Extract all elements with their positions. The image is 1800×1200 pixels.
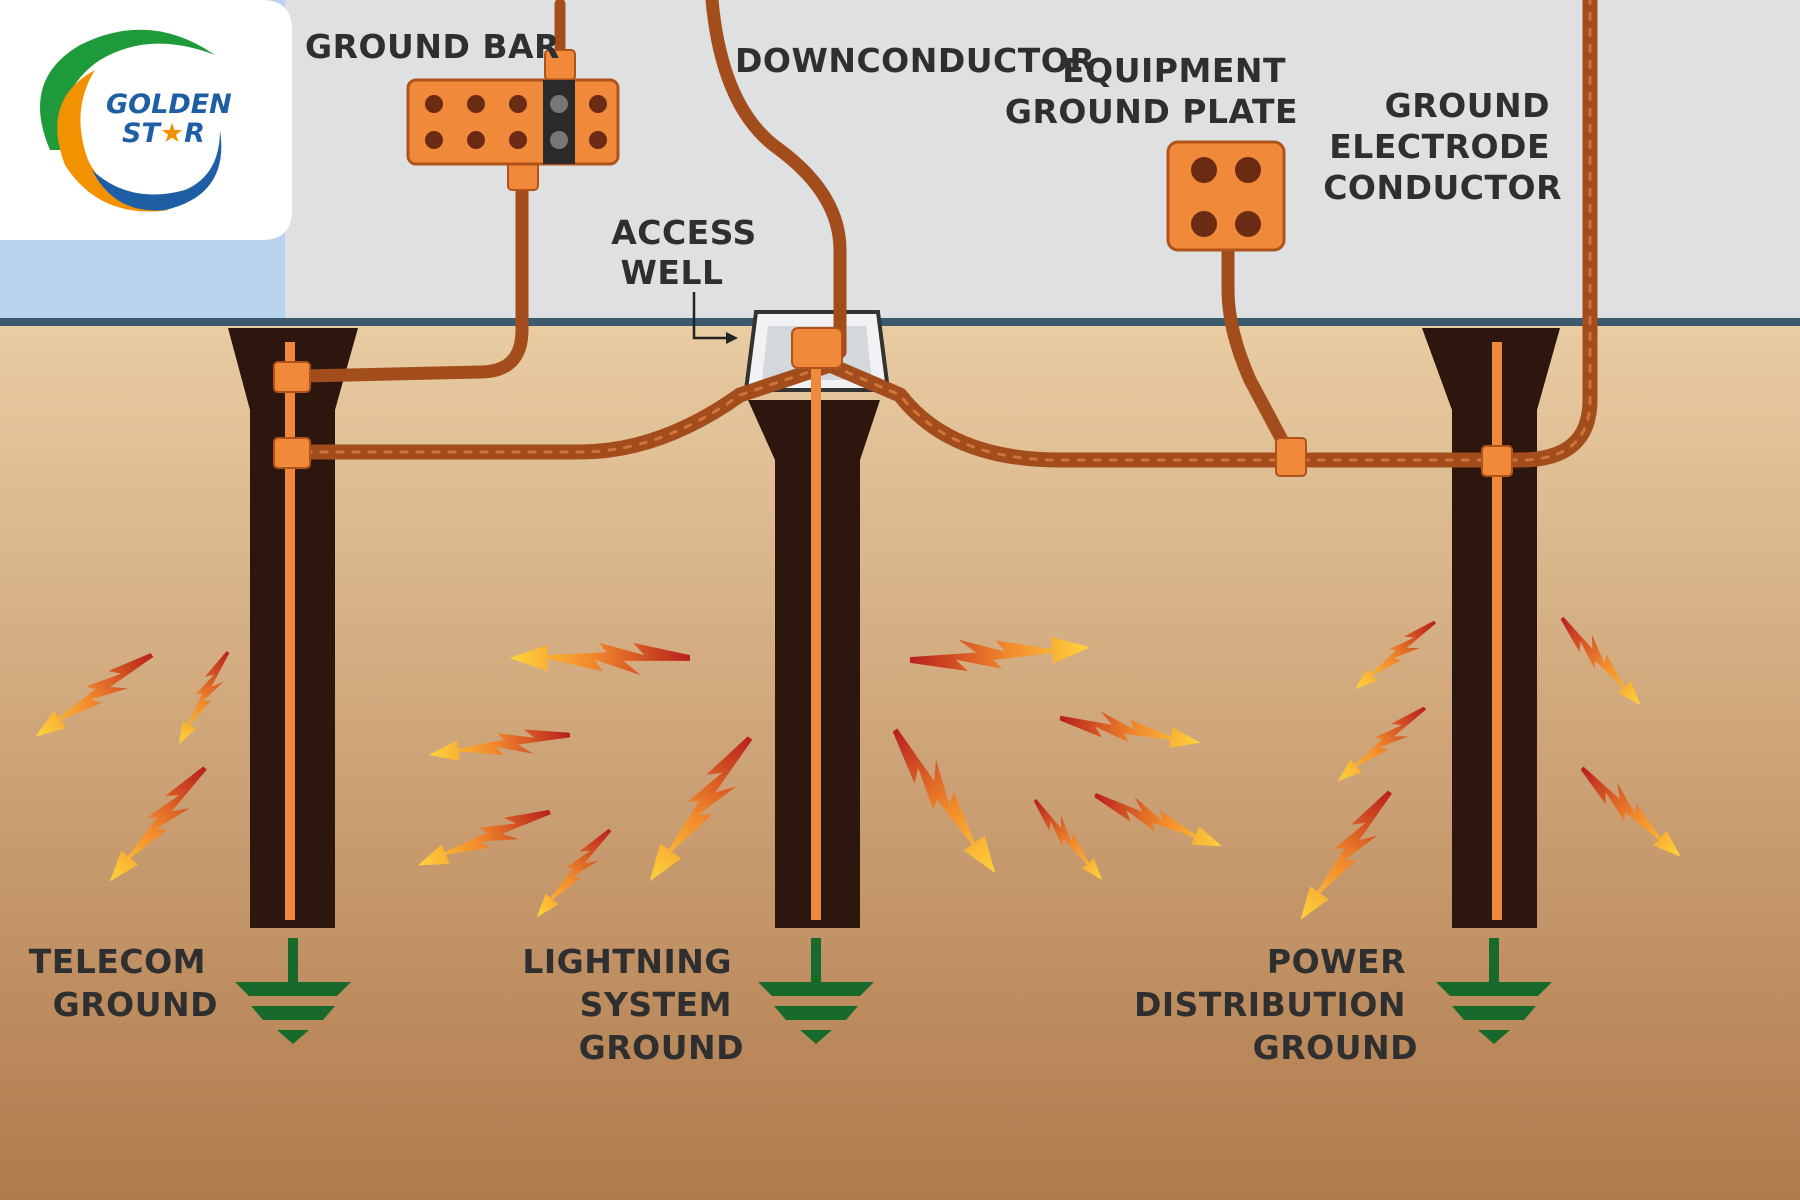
golden-star-logo: GOLDEN ST★R [0, 0, 292, 240]
ground-rods [285, 342, 1502, 920]
label-lightning-system-ground: LIGHTNING SYSTEM GROUND [522, 942, 744, 1067]
power-ground-pit [1422, 328, 1560, 928]
label-ground-bar: GROUND BAR [305, 27, 560, 66]
floor-line [0, 318, 1800, 326]
logo-swoosh-blue [92, 130, 222, 211]
label-downconductor: DOWNCONDUCTOR [735, 41, 1095, 80]
label-telecom-ground: TELECOM GROUND [29, 942, 218, 1024]
label-equipment-ground-plate: EQUIPMENT GROUND PLATE [1005, 51, 1298, 131]
clamps [273, 49, 1513, 477]
access-well-pointer [692, 292, 738, 344]
equipment-ground-plate [1166, 140, 1286, 252]
label-power-distribution-ground: POWER DISTRIBUTION GROUND [1134, 942, 1418, 1067]
label-access-well: ACCESS WELL [611, 213, 769, 292]
ground-bar [406, 78, 620, 166]
star-icon: ★ [160, 118, 184, 149]
conductors [297, 0, 1598, 468]
logo-text-star: ST★R [122, 118, 205, 149]
logo-swoosh-orange [57, 70, 170, 212]
label-ground-electrode-conductor: GROUND ELECTRODE CONDUCTOR [1323, 86, 1562, 207]
logo-swoosh-green [40, 29, 215, 150]
logo-text-golden: GOLDEN [106, 89, 232, 120]
